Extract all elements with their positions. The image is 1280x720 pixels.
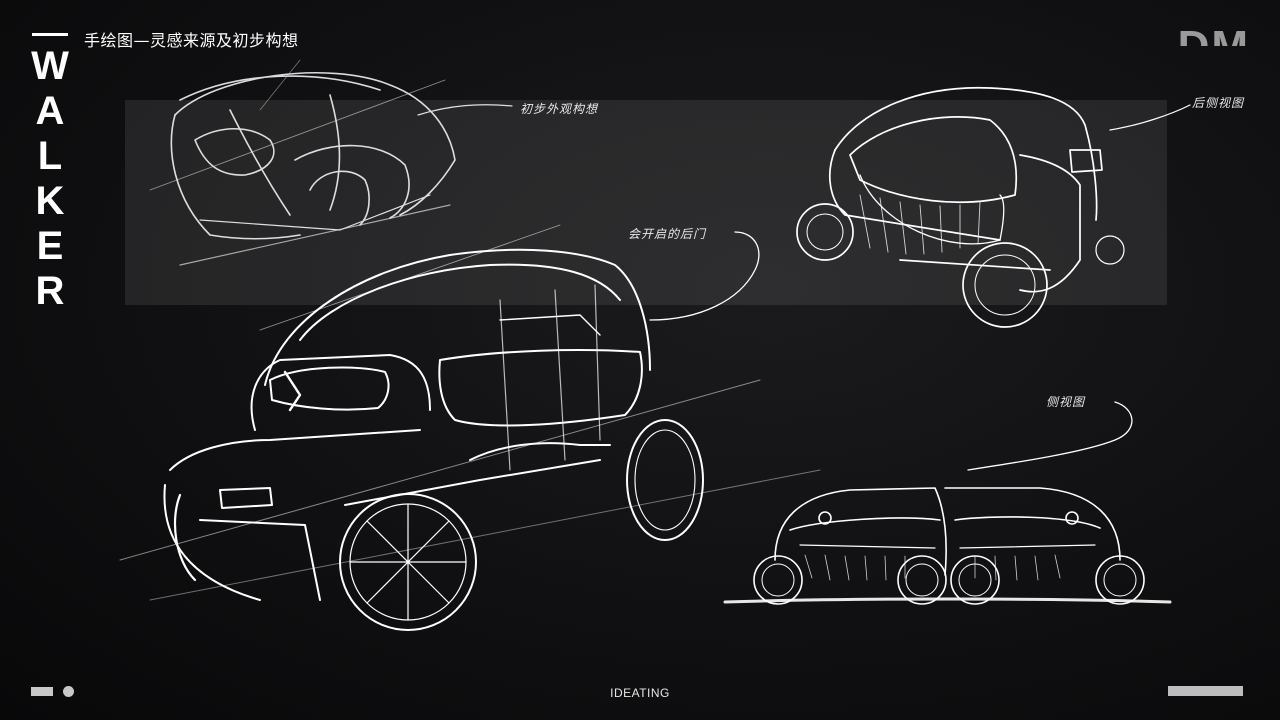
brand-letter-a: A — [35, 89, 65, 133]
footer-progress-bar — [1168, 686, 1243, 696]
annotation-opening-rear-door: 会开启的后门 — [628, 227, 707, 241]
pager-indicator[interactable] — [31, 686, 74, 697]
brand-letter-k: K — [35, 179, 65, 223]
sketch-initial-concept — [149, 59, 513, 266]
sketch-rear-side-view — [796, 86, 1191, 328]
brand-top-bar — [32, 33, 68, 36]
pager-dot[interactable] — [63, 686, 74, 697]
sketch-side-view — [723, 401, 1172, 605]
corner-logo-text: DM — [1150, 20, 1250, 46]
annotation-initial-concept: 初步外观构想 — [520, 102, 599, 116]
brand-letter-l: L — [37, 134, 63, 178]
page-title: 手绘图—灵感来源及初步构想 — [84, 31, 299, 50]
brand-letter-e: E — [36, 224, 64, 268]
annotation-side-view: 侧视图 — [1046, 395, 1086, 409]
annotation-rear-side-view: 后侧视图 — [1192, 96, 1245, 110]
brand-letter-w: W — [31, 44, 69, 88]
brand-letter-r: R — [35, 269, 65, 313]
vertical-brand-wordmark: W A L K E R — [31, 44, 69, 314]
footer-label: IDEATING — [610, 686, 670, 700]
sketch-main-perspective — [119, 224, 821, 631]
pager-bar[interactable] — [31, 687, 53, 696]
corner-logo: DM — [1150, 20, 1250, 46]
